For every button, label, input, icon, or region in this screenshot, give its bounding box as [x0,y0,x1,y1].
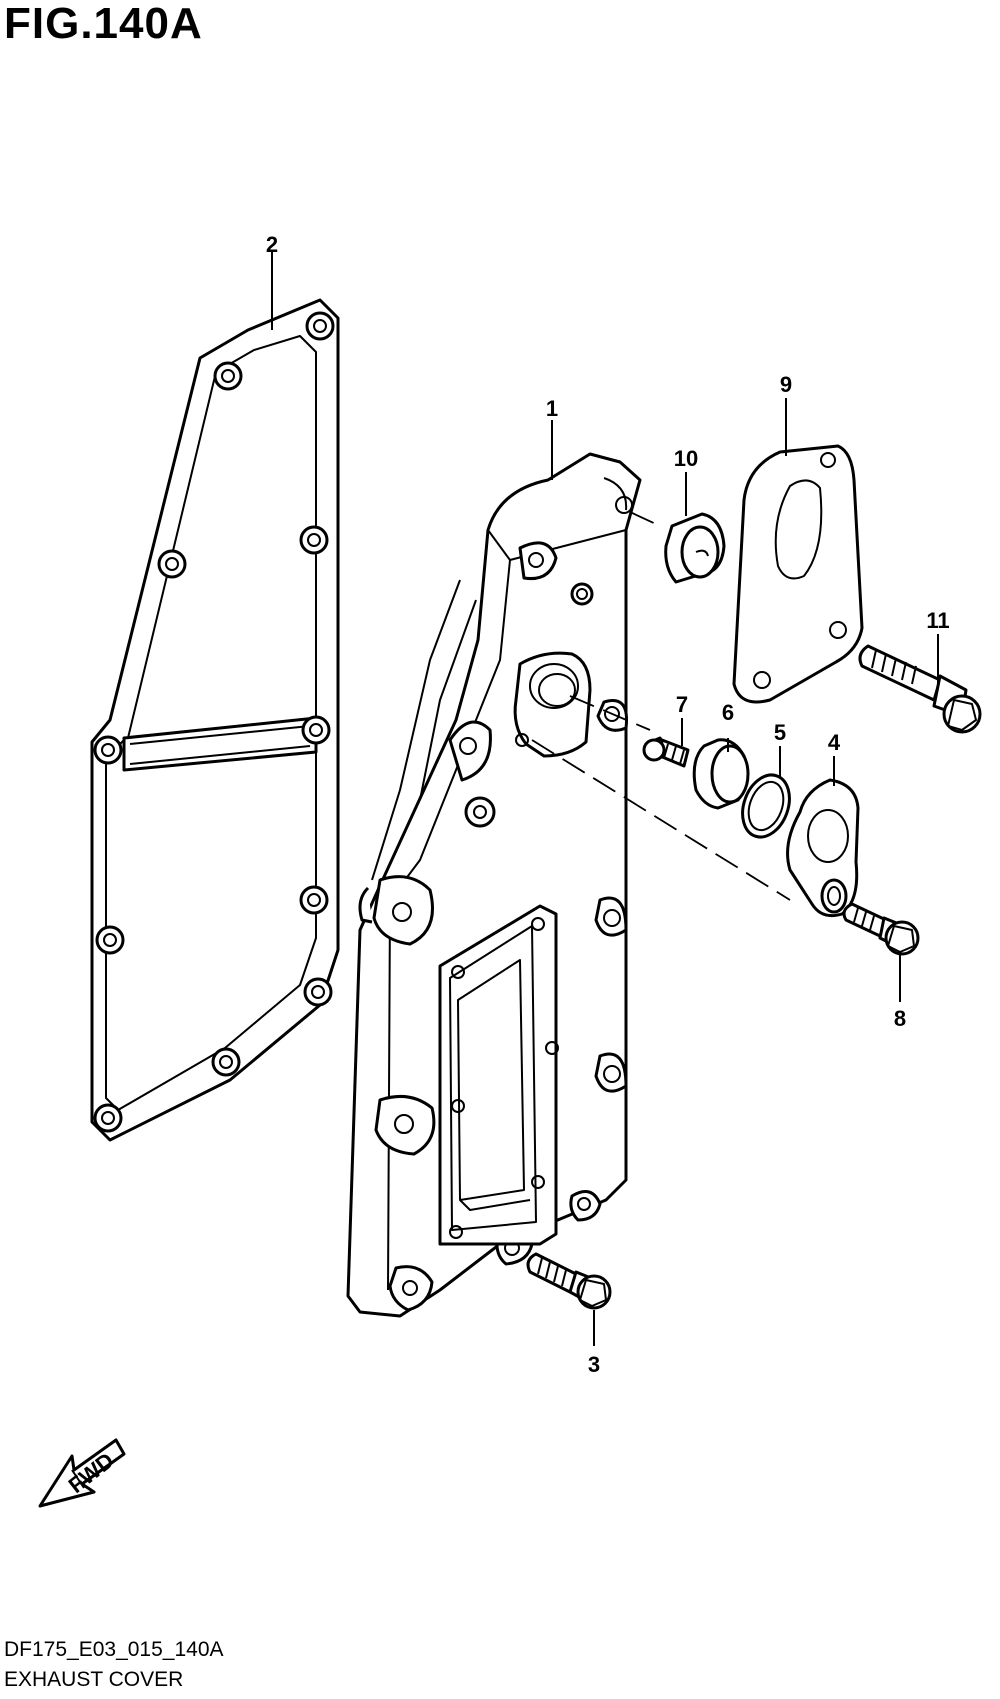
drawing-code: DF175_E03_015_140A [4,1638,224,1661]
gasket-part [90,298,340,1142]
alignment-line [531,739,791,901]
bolt-8-part [842,902,920,956]
callout-2: 2 [266,232,278,257]
callout-9: 9 [780,372,792,397]
fwd-arrow-icon: FWD [38,1438,126,1508]
collar-part [692,738,750,810]
callout-3: 3 [588,1352,600,1377]
bolt-11-part [858,644,982,734]
bolt-7-part [642,736,690,768]
exhaust-cover-part [346,452,642,1318]
callout-10: 10 [674,446,698,471]
cap-part [664,512,726,584]
callout-6: 6 [722,700,734,725]
callout-11: 11 [926,608,949,633]
alignment-line [569,695,651,731]
alignment-line [629,511,661,527]
bolt-3-part [526,1252,612,1310]
callout-4: 4 [828,730,841,755]
plate-part [732,444,864,704]
callout-1: 1 [546,396,558,421]
drawing-name: EXHAUST COVER [4,1668,184,1691]
callout-8: 8 [894,1006,906,1031]
callout-5: 5 [774,720,786,745]
o-ring-part [741,773,791,839]
elbow-fitting-part [786,778,860,918]
callout-7: 7 [676,692,688,717]
figure-title: FIG.140A [4,0,203,48]
